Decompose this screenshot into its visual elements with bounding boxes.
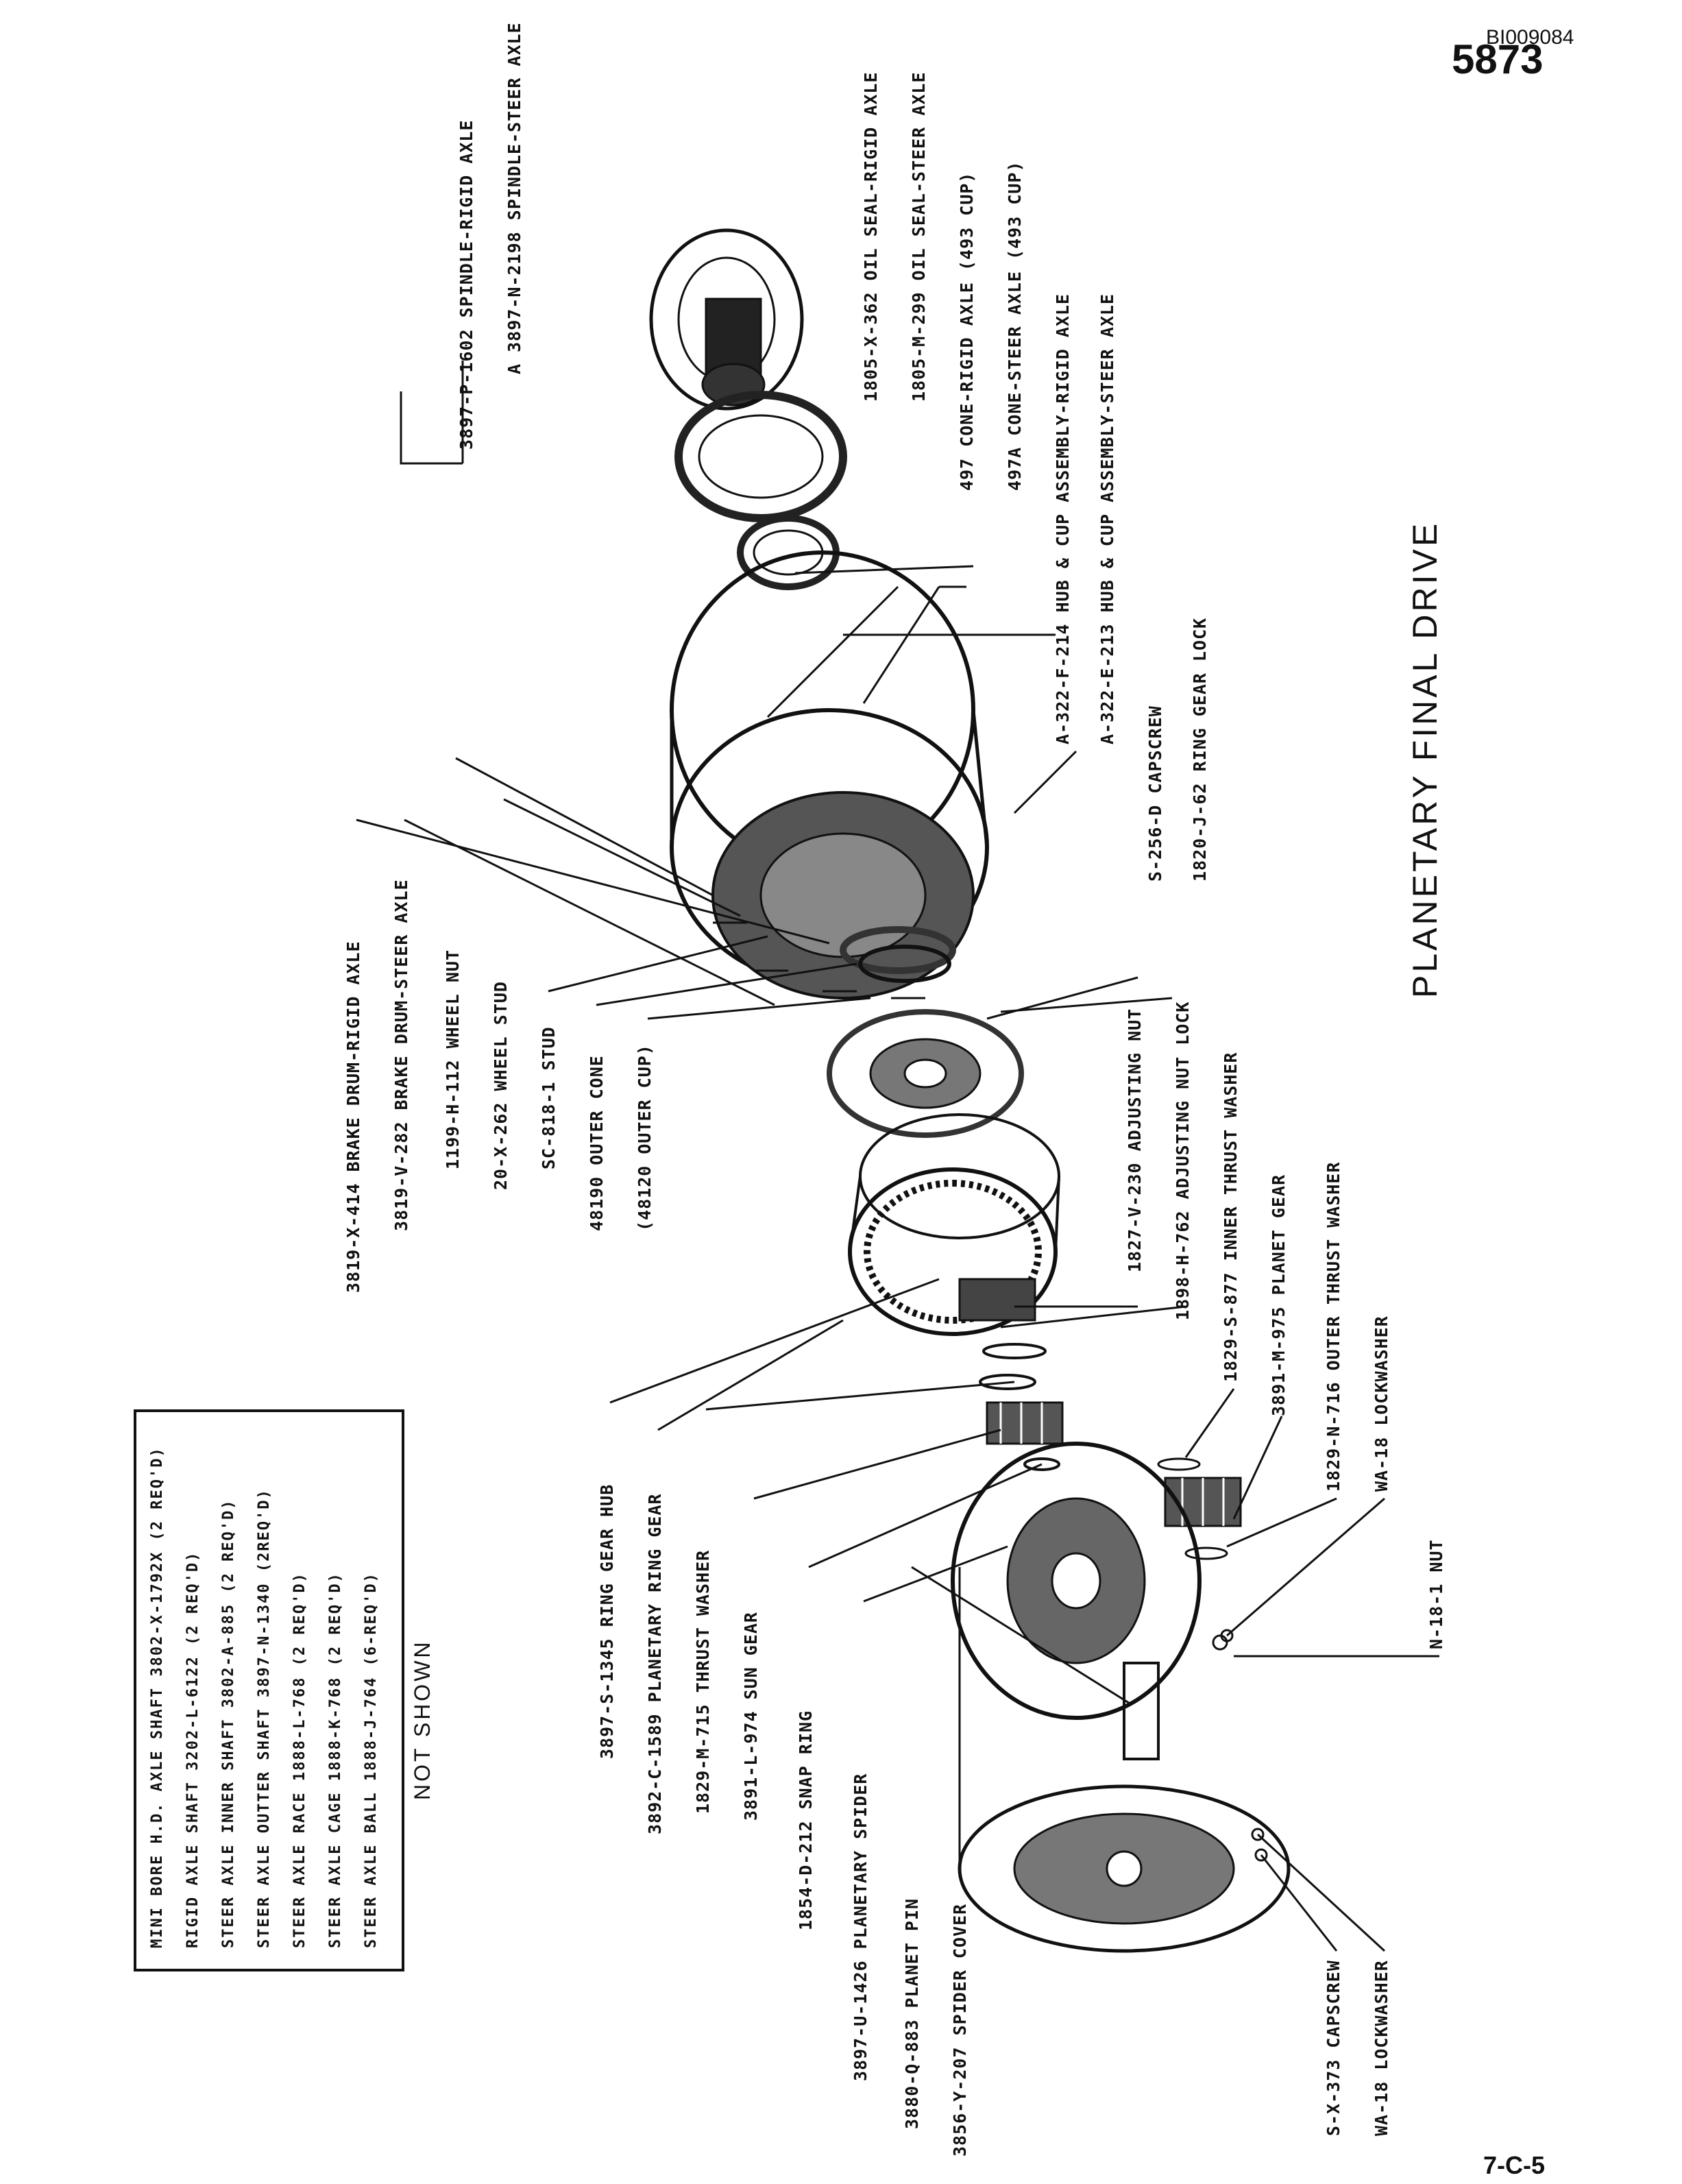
label-oil-seal-steer: 1805-M-299 OIL SEAL-STEER AXLE <box>909 71 929 402</box>
leader-lines <box>356 361 1439 1952</box>
label-brake-drum-steer: 3819-V-282 BRAKE DRUM-STEER AXLE <box>391 879 411 1231</box>
page-number: 5873 <box>1452 36 1544 82</box>
planet-pin-illustration <box>1123 1662 1160 1760</box>
document-id: BI009084 <box>1486 26 1574 49</box>
label-hub-rigid: A-322-F-214 HUB & CUP ASSEMBLY-RIGID AXL… <box>1053 293 1073 744</box>
label-spindle-steer: A 3897-N-2198 SPINDLE-STEER AXLE <box>504 22 524 374</box>
spider-cover-illustration <box>958 1784 1291 1953</box>
label-capscrew-s256: S-256-D CAPSCREW <box>1145 705 1165 882</box>
outer-cone-illustration <box>840 926 956 983</box>
label-thrust-washer: 1829-M-715 THRUST WASHER <box>693 1549 713 1814</box>
adjusting-nut-lock-illustration <box>982 1343 1047 1359</box>
label-spindle-rigid: 3897-P-1602 SPINDLE-RIGID AXLE <box>456 119 476 450</box>
not-shown-item: STEER AXLE CAGE 1888-K-768 (2 REQ'D) <box>327 1572 344 1948</box>
not-shown-title: NOT SHOWN <box>410 1639 435 1800</box>
label-wheel-stud: 20-X-262 WHEEL STUD <box>491 981 511 1190</box>
not-shown-item: MINI BORE H.D. AXLE SHAFT 3802-X-1792X (… <box>149 1446 166 1948</box>
label-sun-gear: 3891-L-974 SUN GEAR <box>741 1612 761 1821</box>
spindle-illustration <box>649 228 804 411</box>
label-hub-steer: A-322-E-213 HUB & CUP ASSEMBLY-STEER AXL… <box>1097 293 1117 744</box>
label-snap-ring: 1854-D-212 SNAP RING <box>796 1710 816 1930</box>
planet-thrust-washer-illustration <box>1157 1457 1201 1471</box>
diagram-title: PLANETARY FINAL DRIVE <box>1406 520 1444 998</box>
label-lockwasher-wa18-b: WA-18 LOCKWASHER <box>1372 1960 1391 2136</box>
label-wheel-nut: 1199-H-112 WHEEL NUT <box>443 949 463 1169</box>
snap-ring-illustration <box>1023 1457 1060 1471</box>
label-inner-thrust-washer: 1829-S-877 INNER THRUST WASHER <box>1221 1052 1241 1382</box>
not-shown-item: RIGID AXLE SHAFT 3202-L-6122 (2 REQ'D) <box>184 1551 202 1948</box>
planetary-ring-gear-illustration <box>848 1113 1060 1336</box>
label-cone-steer: 497A CONE-STEER AXLE (493 CUP) <box>1005 160 1025 491</box>
brake-drum-hub-illustration <box>670 550 989 999</box>
label-ring-gear-lock: 1820-J-62 RING GEAR LOCK <box>1190 617 1210 882</box>
not-shown-item: STEER AXLE BALL 1888-J-764 (6-REQ'D) <box>363 1572 380 1948</box>
label-stud: SC-818-1 STUD <box>539 1026 559 1169</box>
label-lockwasher-wa18-a: WA-18 LOCKWASHER <box>1372 1315 1391 1492</box>
adjusting-nut-illustration <box>958 1278 1036 1322</box>
label-spider-cover: 3856-Y-207 SPIDER COVER <box>950 1903 970 2157</box>
label-nut-n18: N-18-1 NUT <box>1426 1539 1446 1649</box>
label-planet-gear: 3891-M-975 PLANET GEAR <box>1269 1174 1289 1416</box>
label-adjusting-nut-lock: 1898-H-762 ADJUSTING NUT LOCK <box>1173 1001 1193 1321</box>
not-shown-item: STEER AXLE INNER SHAFT 3802-A-885 (2 REQ… <box>220 1499 237 1948</box>
planetary-spider-illustration <box>951 1442 1202 1720</box>
label-outer-cone: 48190 OUTER CONE <box>587 1055 607 1231</box>
label-planetary-spider: 3897-U-1426 PLANETARY SPIDER <box>851 1773 870 2081</box>
sun-gear-illustration <box>986 1401 1064 1445</box>
label-cone-rigid: 497 CONE-RIGID AXLE (493 CUP) <box>957 171 977 492</box>
label-oil-seal-rigid: 1805-X-362 OIL SEAL-RIGID AXLE <box>861 71 881 402</box>
label-outer-thrust-washer: 1829-N-716 OUTER THRUST WASHER <box>1324 1161 1343 1492</box>
label-brake-drum-rigid: 3819-X-414 BRAKE DRUM-RIGID AXLE <box>343 941 363 1293</box>
label-capscrew-s373: S-X-373 CAPSCREW <box>1324 1960 1343 2136</box>
label-planet-pin: 3880-Q-883 PLANET PIN <box>902 1897 922 2129</box>
not-shown-box: MINI BORE H.D. AXLE SHAFT 3802-X-1792X (… <box>134 1409 404 1971</box>
label-adjusting-nut: 1827-V-230 ADJUSTING NUT <box>1125 1008 1145 1272</box>
inner-thrust-washer-illustration <box>979 1374 1036 1390</box>
planet-outer-washer-illustration <box>1184 1546 1228 1560</box>
label-planetary-ring-gear: 3892-C-1589 PLANETARY RING GEAR <box>645 1493 665 1834</box>
not-shown-item: STEER AXLE OUTTER SHAFT 3897-N-1340 (2RE… <box>256 1488 273 1948</box>
footer-page-code: 7-C-5 <box>1483 2151 1546 2179</box>
label-ring-gear-hub: 3897-S-1345 RING GEAR HUB <box>597 1483 617 1759</box>
label-outer-cup: (48120 OUTER CUP) <box>635 1044 655 1231</box>
not-shown-item: STEER AXLE RACE 1888-L-768 (2 REQ'D) <box>291 1572 308 1948</box>
oil-seal-illustration <box>674 391 847 522</box>
ring-gear-hub-illustration <box>827 1009 1024 1138</box>
